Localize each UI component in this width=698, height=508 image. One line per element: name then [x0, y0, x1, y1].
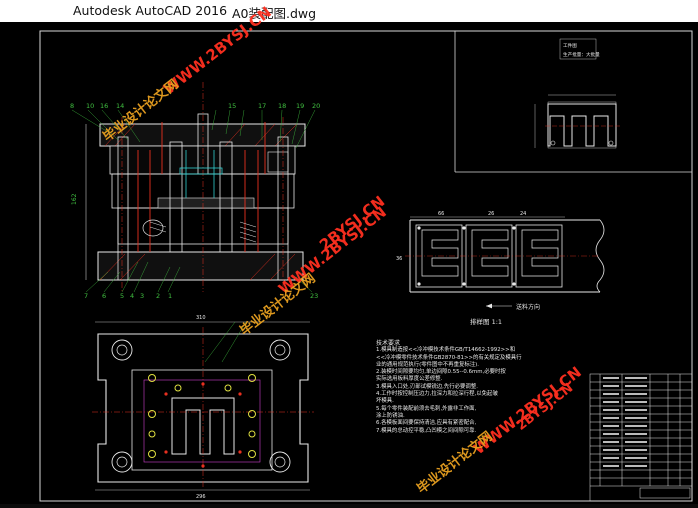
- notes-title: 技术要求: [376, 340, 401, 347]
- section-height-dim: 162: [71, 193, 78, 205]
- svg-text:18: 18: [278, 102, 286, 110]
- technical-requirements: 技术要求 1.模具制造按<<冷冲模技术条件GB/T14662-1992>>和 <…: [376, 340, 576, 435]
- section-view: 162: [71, 82, 316, 293]
- note-line: 2.装模时间隙要均匀,单边间隙0.55--0.6mm,必要时按: [376, 369, 506, 376]
- svg-text:16: 16: [100, 102, 108, 110]
- document-tab[interactable]: A0装配图.dwg: [232, 6, 317, 21]
- note-line: <<冷冲模零件技术条件GB2870-81>>的有关规定及模具行: [376, 354, 522, 361]
- svg-text:15: 15: [228, 102, 236, 110]
- plan-view: 310 296: [92, 315, 314, 500]
- svg-text:7: 7: [84, 292, 88, 300]
- svg-text:19: 19: [296, 102, 304, 110]
- svg-text:14: 14: [116, 102, 124, 110]
- svg-text:17: 17: [258, 102, 266, 110]
- note-line: 涂上防锈油.: [376, 412, 405, 419]
- drawing-canvas[interactable]: 162 8 10 16 14 15 17 18 19 20 7 6 5 4 3 …: [0, 3, 698, 504]
- part-labels-top: 8 10 16 14 15 17 18 19 20: [70, 102, 320, 110]
- note-line: 4.工作时按控制压边力,拉深力和拉深行程,以免起皱: [376, 391, 498, 398]
- title-block: [589, 373, 693, 502]
- svg-text:4: 4: [130, 292, 134, 300]
- svg-text:5: 5: [120, 292, 124, 300]
- svg-text:23: 23: [310, 292, 318, 300]
- note-line: 7.模具的总动控平稳,凸凹模之间间隙可靠.: [376, 427, 477, 434]
- note-line: 3.模具入口处,刃部试模锐边,先行必要调整.: [376, 383, 478, 390]
- title-bar: Autodesk AutoCAD 2016 A0装配图.dwg: [0, 0, 698, 22]
- drawing-frame: [39, 30, 693, 502]
- svg-text:8: 8: [70, 102, 74, 110]
- title-block-fill: [603, 377, 647, 467]
- svg-text:1: 1: [168, 292, 172, 300]
- svg-text:2: 2: [156, 292, 160, 300]
- strip-layout: 66 26 24 36 送料方向 排样图 1:1: [396, 211, 605, 326]
- svg-text:工件图: 工件图: [563, 42, 577, 49]
- svg-text:10: 10: [86, 102, 94, 110]
- part-drawing: 工件图 生产批量：大批量: [534, 38, 620, 149]
- svg-text:296: 296: [196, 494, 206, 500]
- note-line: 业的通用规范执行(零件图中不再重复标注).: [376, 361, 479, 368]
- note-line: 实际选用板料厚度公差修整.: [376, 376, 443, 383]
- note-line: 坏模具.: [376, 398, 394, 405]
- cad-drawing: 162 8 10 16 14 15 17 18 19 20 7 6 5 4 3 …: [39, 30, 693, 502]
- svg-text:24: 24: [520, 211, 526, 217]
- svg-text:310: 310: [196, 315, 206, 321]
- note-line: 5.每个零件装配前须去毛刺,外露非工作面,: [376, 405, 477, 412]
- app-title: Autodesk AutoCAD 2016: [73, 3, 228, 18]
- strip-caption: 排样图 1:1: [470, 317, 502, 326]
- part-labels-bottom: 7 6 5 4 3 2 1 23: [84, 292, 318, 300]
- note-line: 6.各模板面间要保持清洁,应具有紧密配合,: [376, 420, 477, 427]
- svg-text:36: 36: [396, 256, 402, 262]
- svg-text:6: 6: [102, 292, 106, 300]
- svg-text:26: 26: [488, 211, 494, 217]
- svg-text:20: 20: [312, 102, 320, 110]
- note-line: 1.模具制造按<<冷冲模技术条件GB/T14662-1992>>和: [376, 347, 516, 354]
- svg-text:66: 66: [438, 211, 444, 217]
- svg-text:生产批量：大批量: 生产批量：大批量: [563, 51, 600, 58]
- svg-text:3: 3: [140, 292, 144, 300]
- feed-direction-label: 送料方向: [516, 303, 540, 311]
